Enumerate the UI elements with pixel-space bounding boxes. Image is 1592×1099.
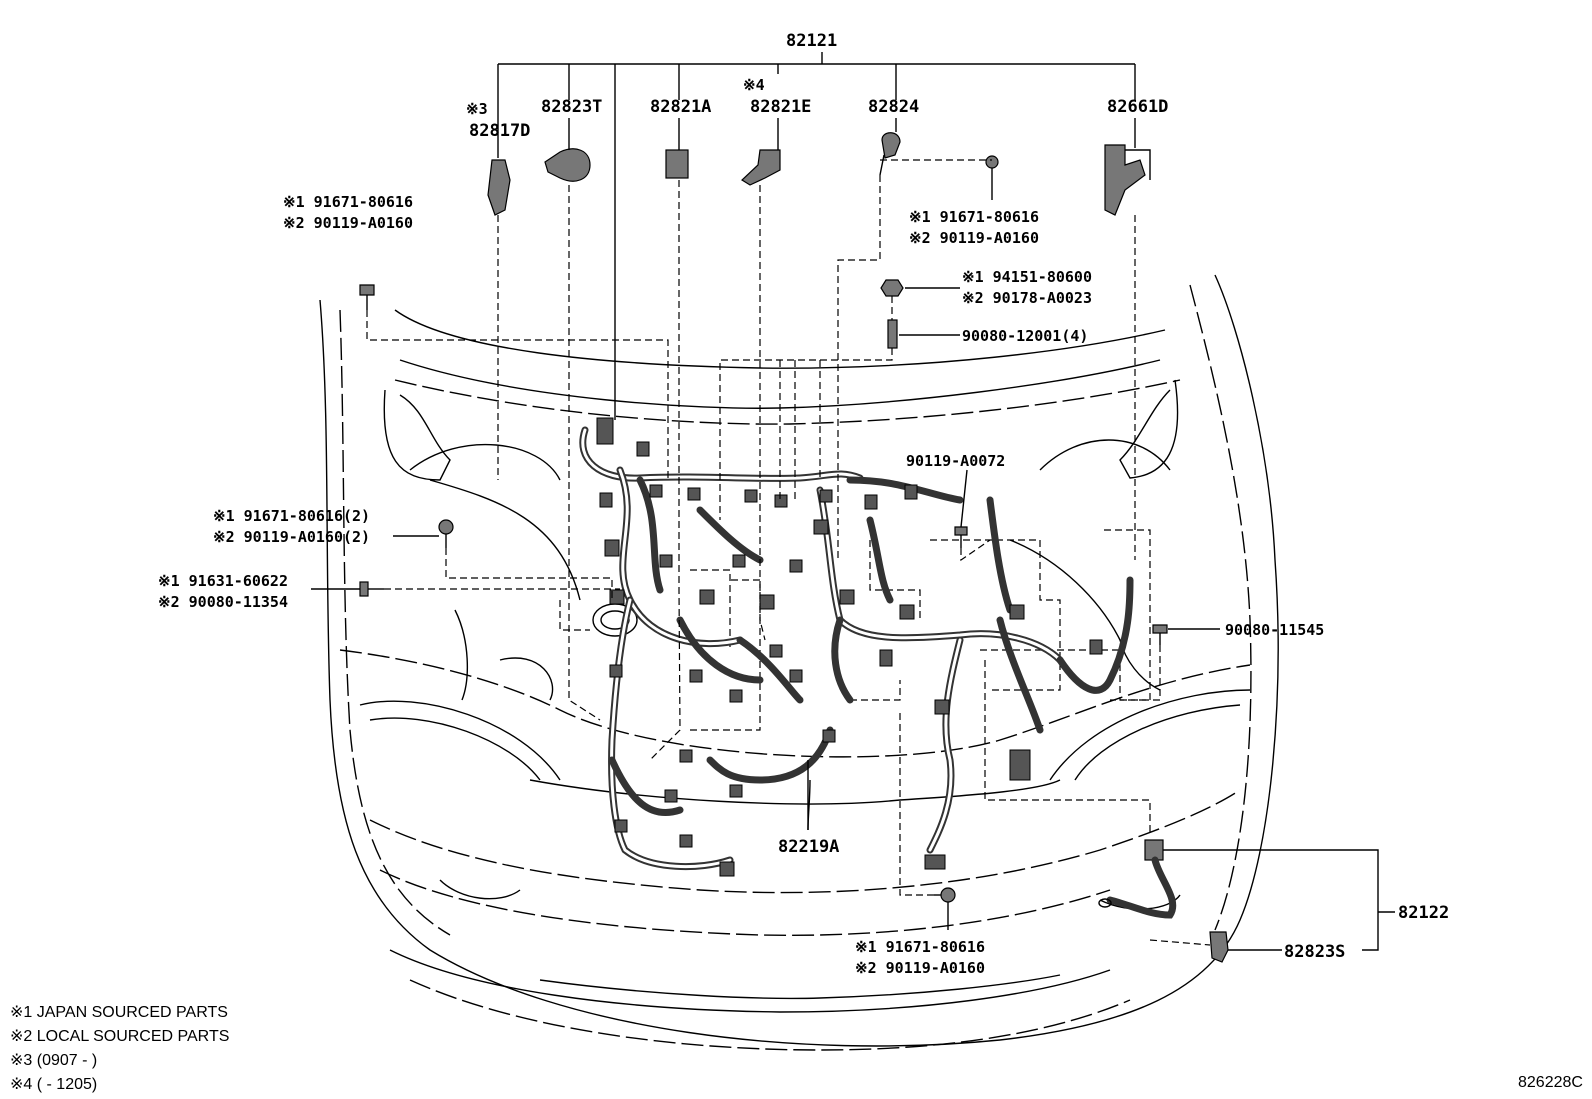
- label-82821A: 82821A: [650, 97, 711, 117]
- label-left-mid-1: ※1 91671-80616(2): [213, 507, 370, 525]
- label-82817D: 82817D: [469, 121, 530, 141]
- label-nut-2: ※2 90178-A0023: [962, 289, 1092, 307]
- part-82824-clip-icon: [879, 132, 901, 176]
- vehicle-body-outline: [319, 274, 1279, 1051]
- label-82219A: 82219A: [778, 837, 839, 857]
- part-82821E-connector-icon: [741, 149, 781, 186]
- label-right-top-2: ※2 90119-A0160: [909, 229, 1039, 247]
- label-bottom-2: ※2 90119-A0160: [855, 959, 985, 977]
- engine-wire-harness: [579, 426, 1134, 870]
- legend-line-2: ※2 LOCAL SOURCED PARTS: [10, 1028, 229, 1045]
- bolt-right-top-icon: [985, 155, 999, 180]
- label-82122: 82122: [1398, 903, 1449, 923]
- note-4: ※4: [743, 76, 765, 94]
- label-left-top-2: ※2 90119-A0160: [283, 214, 413, 232]
- callout-lines: [311, 52, 1395, 951]
- label-left-low-2: ※2 90080-11354: [158, 593, 288, 611]
- legend-line-3: ※3 (0907 - ): [10, 1052, 97, 1069]
- label-82121: 82121: [786, 31, 837, 51]
- part-82817D-clamp-icon: [487, 159, 511, 216]
- label-center-bolt: 90119-A0072: [906, 452, 1005, 470]
- bolt-center-icon: [954, 526, 968, 548]
- note-3: ※3: [466, 100, 488, 118]
- bolt-bottom-icon: [934, 887, 956, 903]
- part-number-labels: 82121 ※3 82817D 82823T 82821A ※4 82821E …: [158, 31, 1449, 977]
- harness-connectors: [596, 417, 1103, 877]
- label-right-mid: 90080-11545: [1225, 621, 1324, 639]
- bolt-left-low-icon: [359, 581, 384, 597]
- nut-icon: [880, 279, 904, 297]
- part-82823T-grommet-icon: [544, 148, 591, 182]
- figure-id: 826228C: [1518, 1074, 1583, 1091]
- label-stud: 90080-12001(4): [962, 327, 1088, 345]
- label-82661D: 82661D: [1107, 97, 1168, 117]
- label-82824: 82824: [868, 97, 919, 117]
- compartment-dashed-lines: [559, 529, 1151, 835]
- part-82661D-bracket-icon: [1104, 144, 1151, 216]
- label-nut-1: ※1 94151-80600: [962, 268, 1092, 286]
- label-left-top-1: ※1 91671-80616: [283, 193, 413, 211]
- bolt-right-mid-icon: [1152, 624, 1168, 645]
- label-left-low-1: ※1 91631-60622: [158, 572, 288, 590]
- part-82122-battery-cable-icon: [1098, 839, 1177, 919]
- bolt-left-mid-icon: [438, 519, 454, 548]
- legend-line-1: ※1 JAPAN SOURCED PARTS: [10, 1004, 228, 1021]
- stud-bolt-icon: [887, 319, 898, 349]
- label-left-mid-2: ※2 90119-A0160(2): [213, 528, 370, 546]
- label-82821E: 82821E: [750, 97, 811, 117]
- label-82823S: 82823S: [1284, 942, 1345, 962]
- legend: ※1 JAPAN SOURCED PARTS ※2 LOCAL SOURCED …: [10, 1004, 229, 1093]
- legend-line-4: ※4 ( - 1205): [10, 1076, 97, 1093]
- part-82821A-block-icon: [665, 149, 689, 179]
- bolt-left-top-icon: [359, 284, 375, 310]
- part-82823S-terminal-cover-icon: [1209, 931, 1229, 963]
- label-right-top-1: ※1 91671-80616: [909, 208, 1039, 226]
- label-bottom-1: ※1 91671-80616: [855, 938, 985, 956]
- label-82823T: 82823T: [541, 97, 602, 117]
